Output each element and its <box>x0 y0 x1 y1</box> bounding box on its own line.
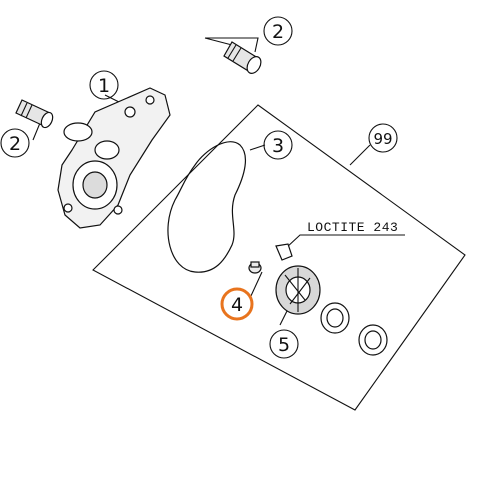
kit-outline <box>92 104 466 411</box>
callout-4: 4 <box>220 287 254 321</box>
sleeve-left <box>15 99 54 129</box>
callout-5: 5 <box>269 329 299 359</box>
svg-text:2: 2 <box>9 133 21 155</box>
svg-text:5: 5 <box>278 334 290 356</box>
callout-2-upper: 2 <box>263 16 293 46</box>
callout-2-left: 2 <box>0 128 30 158</box>
sleeve-upper <box>223 41 262 74</box>
screw <box>248 261 262 274</box>
svg-text:2: 2 <box>272 21 284 43</box>
impeller <box>275 265 321 315</box>
gasket <box>167 141 247 273</box>
pump-cover <box>57 87 171 229</box>
seal-ring-2 <box>358 324 388 356</box>
loctite-label: LOCTITE 243 <box>307 220 398 235</box>
svg-text:1: 1 <box>98 75 110 97</box>
callout-99: 99 <box>368 123 398 153</box>
lock-washer <box>275 243 293 261</box>
seal-ring-1 <box>320 302 350 334</box>
svg-text:4: 4 <box>231 294 243 316</box>
svg-text:99: 99 <box>373 130 392 148</box>
leader-lines <box>32 37 405 326</box>
svg-text:3: 3 <box>272 135 284 157</box>
callout-3: 3 <box>263 130 293 160</box>
callout-1: 1 <box>89 70 119 100</box>
